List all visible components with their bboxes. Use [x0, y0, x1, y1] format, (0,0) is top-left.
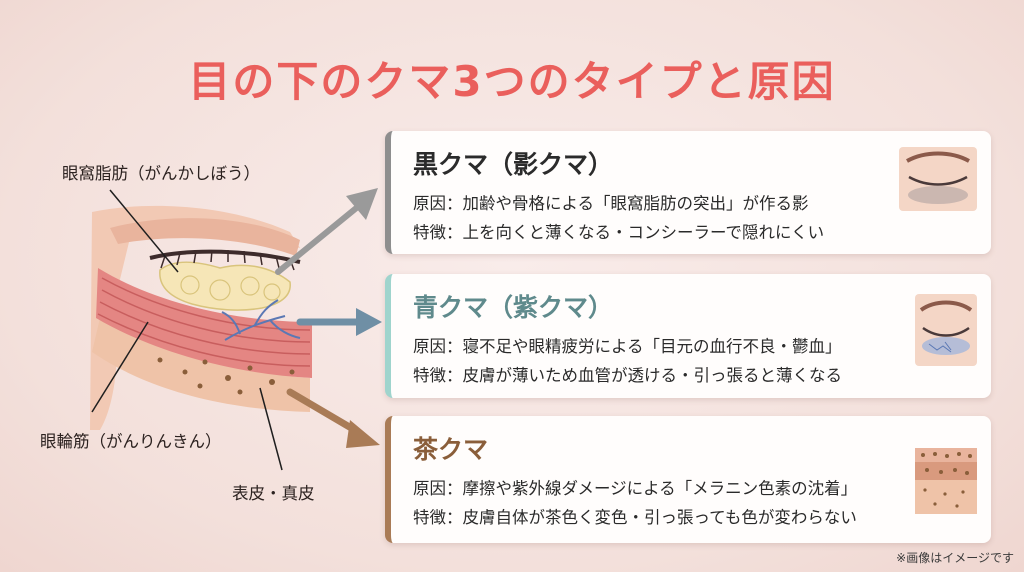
card-heading: 青クマ（紫クマ） — [413, 293, 614, 322]
label-muscle: 眼輪筋（がんりんきん） — [40, 432, 222, 451]
card-cause: 原因：摩擦や紫外線ダメージによる「メラニン色素の沈着」 — [413, 479, 858, 498]
card-black-circles: 黒クマ（影クマ） 原因：加齢や骨格による「眼窩脂肪の突出」が作る影 特徴：上を向… — [385, 131, 991, 254]
eye-blue-icon — [915, 294, 977, 366]
card-heading: 黒クマ（影クマ） — [413, 150, 614, 179]
label-fat: 眼窩脂肪（がんかしぼう） — [62, 164, 260, 183]
fat-pad — [159, 261, 291, 311]
card-feature: 特徴：皮膚が薄いため血管が透ける・引っ張ると薄くなる — [413, 366, 842, 385]
eye-shadow-icon — [899, 147, 977, 211]
card-heading: 茶クマ — [413, 435, 489, 464]
card-cause: 原因：加齢や骨格による「眼窩脂肪の突出」が作る影 — [413, 194, 809, 213]
melanin-dots — [157, 357, 295, 395]
blood-vessels — [221, 299, 301, 341]
arrow-to-black — [275, 202, 363, 275]
eyelid-upper — [110, 218, 300, 256]
skin-layers-icon — [915, 448, 977, 514]
arrow-to-brown — [286, 388, 362, 436]
label-skin: 表皮・真皮 — [232, 484, 315, 503]
card-brown-circles: 茶クマ 原因：摩擦や紫外線ダメージによる「メラニン色素の沈着」 特徴：皮膚自体が… — [385, 416, 991, 543]
card-cause: 原因：寝不足や眼精疲労による「目元の血行不良・鬱血」 — [413, 337, 842, 356]
disclaimer-note: ※画像はイメージです — [896, 551, 1014, 565]
page-title: 目の下のクマ3つのタイプと原因 — [188, 57, 836, 106]
card-feature: 特徴：皮膚自体が茶色く変色・引っ張っても色が変わらない — [413, 508, 857, 527]
card-blue-circles: 青クマ（紫クマ） 原因：寝不足や眼精疲労による「目元の血行不良・鬱血」 特徴：皮… — [385, 274, 991, 398]
card-feature: 特徴：上を向くと薄くなる・コンシーラーで隠れにくい — [413, 223, 825, 242]
